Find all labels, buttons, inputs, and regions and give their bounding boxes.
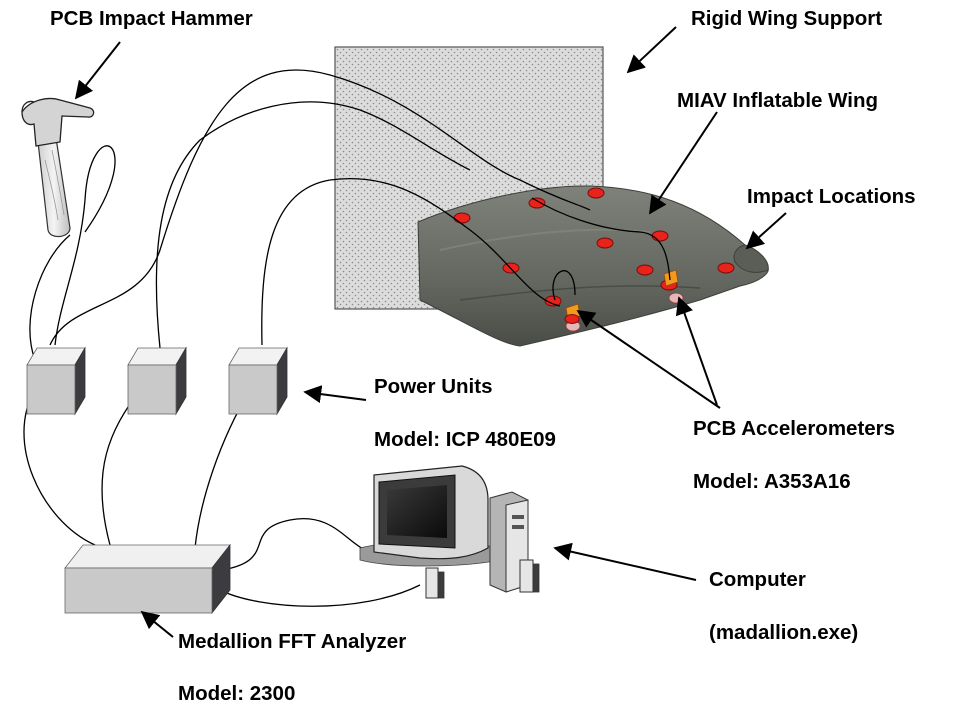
label-power-units: Power Units [374,375,493,398]
impact-dot [596,237,614,249]
impact-dot [651,230,669,242]
power-unit-box [127,346,187,416]
label-fft-analyzer-model: Model: 2300 [178,682,296,705]
label-accelerometers: PCB Accelerometers [693,417,896,440]
label-accelerometer-model: Model: A353A16 [693,470,851,493]
power-unit-box [228,346,288,416]
impact-hammer-icon [21,97,95,238]
desktop-computer-icon [359,465,540,599]
pointer-arrows [74,26,787,638]
label-fft-analyzer: Medallion FFT Analyzer [178,630,407,653]
impact-dot [587,187,605,199]
impact-dot [528,197,546,209]
arrow-support [626,26,677,74]
impact-dot [453,212,471,224]
label-power-model: Model: ICP 480E09 [374,428,556,451]
label-rigid-wing-support: Rigid Wing Support [691,7,883,30]
arrow-impact [745,212,787,250]
arrow-accel-1 [576,309,721,409]
impact-dot [717,262,735,274]
arrow-analyzer [140,610,174,638]
cables [23,69,671,607]
arrow-accel-2 [675,296,718,406]
arrow-computer [553,542,697,581]
arrow-power [303,385,367,404]
fft-analyzer-box [64,543,231,615]
label-hammer: PCB Impact Hammer [50,7,253,30]
power-units [26,346,288,416]
label-impact-locations: Impact Locations [747,185,916,208]
power-unit-box [26,346,86,416]
arrow-hammer [74,41,121,100]
label-computer-program: (madallion.exe) [709,621,859,644]
impact-dot [636,264,654,276]
label-computer: Computer [709,568,806,591]
label-inflatable-wing: MIAV Inflatable Wing [677,89,879,112]
impact-dot [544,295,562,307]
arrow-wing [649,111,718,215]
